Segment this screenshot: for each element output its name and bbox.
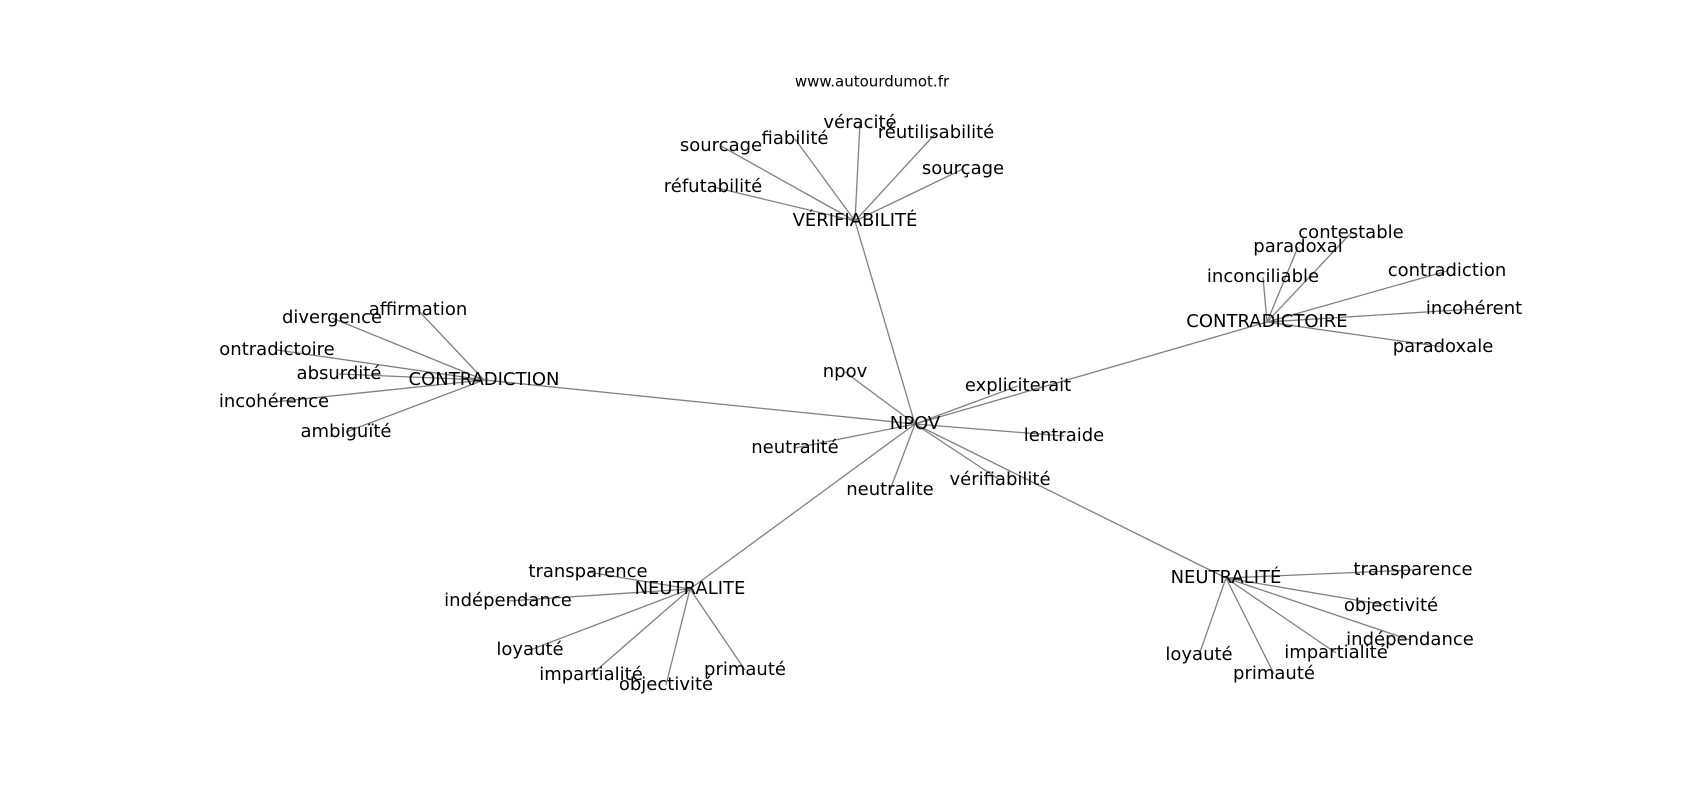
edge-neutralite_up-nu_objectivite	[665, 588, 691, 686]
word-node-cn_ambiguite: ambiguïté	[301, 421, 392, 442]
edge-verif-v_sourcage2	[854, 168, 964, 222]
word-node-cd_inconciliable: inconciliable	[1207, 266, 1319, 287]
edge-npov_c-n_neutralite2	[794, 423, 916, 449]
edge-verif-v_sourcage	[720, 145, 856, 222]
edge-verif-v_fiabilite	[794, 138, 856, 222]
edge-neutralite_acc-na_objectivite	[1225, 577, 1392, 607]
graph-labels: NPOV VÉRIFIABILITÉ CONTRADICTOIRE CONTRADIC…	[219, 112, 1522, 695]
graph-edges	[273, 122, 1475, 686]
word-node-na_objectivite: objectivité	[1344, 595, 1438, 616]
word-node-v_refut: réfutabilité	[664, 176, 762, 197]
word-node-na_independance: indépendance	[1346, 629, 1474, 650]
edge-contradictoire-cd_paradoxal	[1266, 246, 1299, 323]
hub-node-verif: VÉRIFIABILITÉ	[793, 209, 918, 231]
word-node-cn_absurdite: absurdité	[297, 363, 382, 384]
edge-neutralite_acc-na_impartialite	[1225, 577, 1337, 654]
word-node-cd_incoherent: incohérent	[1426, 298, 1522, 319]
edge-neutralite_up-nu_impartialite	[590, 588, 691, 676]
edge-verif-v_veracite	[854, 122, 861, 222]
word-node-n_verif: vérifiabilité	[949, 469, 1050, 490]
word-node-cn_incoherence: incohérence	[219, 391, 329, 412]
edge-contradictoire-cd_paradoxale	[1266, 321, 1444, 348]
edge-contradictoire-cd_contradiction	[1266, 270, 1448, 323]
word-node-nu_transparence: transparence	[528, 561, 647, 582]
hub-node-contradiction: CONTRADICTION	[409, 369, 560, 390]
word-node-v_reutil: réutilisabilité	[878, 122, 995, 143]
hub-node-neutralite_up: NEUTRALITE	[635, 578, 746, 599]
word-node-n_expl: expliciterait	[965, 375, 1071, 396]
edge-contradictoire-cd_incoherent	[1266, 308, 1475, 323]
edge-npov_c-contradictoire	[914, 321, 1268, 425]
word-node-cn_divergence: divergence	[282, 307, 382, 328]
edge-contradictoire-cd_contestable	[1266, 232, 1352, 323]
word-node-cd_paradoxal: paradoxal	[1253, 236, 1342, 257]
edge-contradiction-cn_ambiguite	[345, 379, 485, 433]
hub-node-npov_c: NPOV	[890, 413, 941, 434]
edge-neutralite_up-nu_loyaute	[529, 588, 691, 651]
edge-contradiction-cn_divergence	[331, 317, 485, 381]
word-node-v_sourcage: sourcage	[680, 135, 762, 156]
word-node-cd_paradoxale: paradoxale	[1393, 336, 1494, 357]
word-node-nu_objectivite: objectivité	[619, 674, 713, 695]
edge-contradiction-cn_affirmation	[417, 309, 485, 381]
word-node-cn_affirmation: affirmation	[369, 299, 468, 320]
edge-npov_c-n_verif	[914, 423, 1001, 481]
edge-neutralite_up-nu_independance	[507, 588, 691, 602]
edge-verif-v_refut	[712, 186, 856, 222]
edge-neutralite_acc-na_independance	[1225, 577, 1411, 641]
edge-neutralite_acc-na_loyaute	[1198, 577, 1227, 656]
edge-neutralite_acc-na_transparence	[1225, 569, 1414, 579]
word-node-n_neutralite2: neutralité	[751, 437, 839, 458]
word-node-v_veracite: véracité	[823, 112, 896, 133]
edge-npov_c-neutralite_acc	[914, 423, 1227, 579]
edge-npov_c-n_lentraide	[914, 423, 1065, 437]
edge-npov_c-contradiction	[483, 379, 916, 425]
word-node-na_impartialite: impartialité	[1284, 642, 1388, 663]
word-node-v_sourcage2: sourçage	[922, 158, 1004, 179]
word-node-nu_independance: indépendance	[444, 590, 572, 611]
word-node-cn_ontradictoire: ontradictoire	[219, 339, 334, 360]
edge-neutralite_up-nu_primaute	[689, 588, 746, 671]
word-node-nu_primaute: primauté	[704, 659, 786, 680]
word-node-cd_contestable: contestable	[1298, 222, 1403, 243]
word-node-n_npov: npov	[823, 361, 868, 382]
word-node-na_primaute: primauté	[1233, 663, 1315, 684]
edge-npov_c-n_neutralite	[889, 423, 916, 491]
word-node-n_lentraide: lentraide	[1024, 425, 1104, 446]
word-node-cd_contradiction: contradiction	[1388, 260, 1507, 281]
word-node-v_fiabilite: fiabilité	[762, 128, 829, 149]
word-node-nu_loyaute: loyauté	[496, 639, 563, 660]
site-caption: www.autourdumot.fr	[795, 73, 950, 91]
edge-npov_c-neutralite_up	[689, 423, 916, 590]
word-node-na_loyaute: loyauté	[1165, 644, 1232, 665]
word-node-n_neutralite: neutralite	[846, 479, 934, 500]
edge-npov_c-verif	[854, 220, 916, 425]
edge-contradiction-cn_incoherence	[273, 379, 485, 403]
word-node-na_transparence: transparence	[1353, 559, 1472, 580]
edge-verif-v_reutil	[854, 132, 937, 222]
edge-npov_c-n_npov	[844, 371, 916, 425]
word-node-nu_impartialite: impartialité	[539, 664, 643, 685]
edge-contradictoire-cd_inconciliable	[1262, 276, 1268, 323]
edge-npov_c-n_expl	[914, 385, 1019, 425]
edge-contradiction-cn_ontradictoire	[276, 349, 485, 381]
edge-neutralite_up-nu_transparence	[587, 571, 691, 590]
edge-contradiction-cn_absurdite	[338, 373, 485, 381]
hub-node-neutralite_acc: NEUTRALITÉ	[1171, 566, 1282, 588]
hub-node-contradictoire: CONTRADICTOIRE	[1186, 311, 1347, 332]
edge-neutralite_acc-na_primaute	[1225, 577, 1275, 675]
